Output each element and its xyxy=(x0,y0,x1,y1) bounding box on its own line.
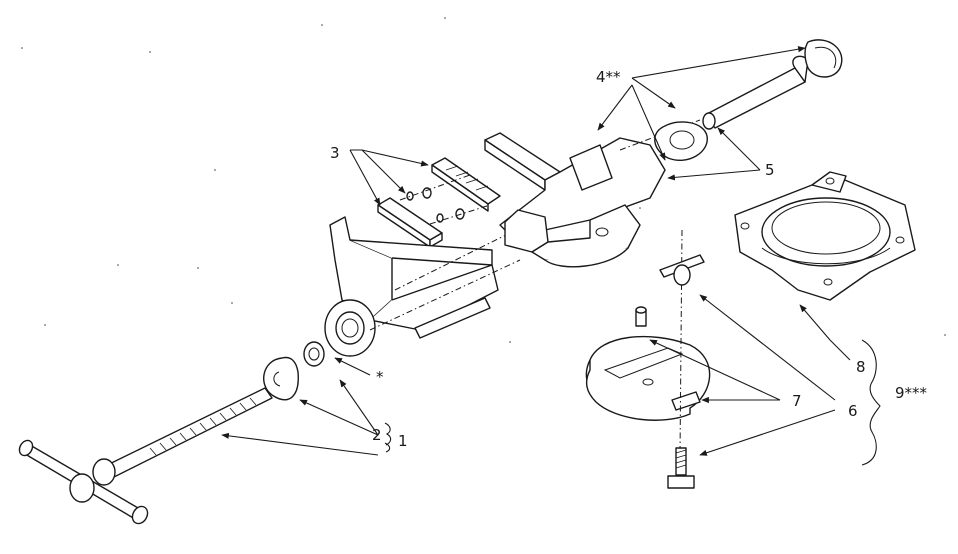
callout-1: 1 xyxy=(398,432,408,450)
callout-6: 6 xyxy=(848,402,858,420)
callout-4: 4** xyxy=(596,68,621,86)
callout-star: * xyxy=(376,368,384,386)
callout-7: 7 xyxy=(792,392,802,410)
callout-8: 8 xyxy=(856,358,866,376)
main-screw-handle xyxy=(18,387,273,525)
spindle-assembly xyxy=(654,39,843,161)
swivel-base-plate xyxy=(585,229,711,489)
vise-main-body xyxy=(484,119,701,268)
scan-specks xyxy=(21,17,946,343)
callout-labels: 1 2 3 4** 5 6 7 8 9*** * xyxy=(330,68,928,450)
callout-5: 5 xyxy=(765,161,775,179)
swivel-base-housing xyxy=(734,171,916,301)
callout-9: 9*** xyxy=(895,384,928,402)
thrust-collar-ring xyxy=(263,341,325,401)
front-jaw-body xyxy=(324,216,521,357)
callout-2: 2 xyxy=(372,426,382,444)
jaw-inserts xyxy=(377,157,501,248)
leader-lines xyxy=(221,46,881,466)
callout-3: 3 xyxy=(330,144,340,162)
